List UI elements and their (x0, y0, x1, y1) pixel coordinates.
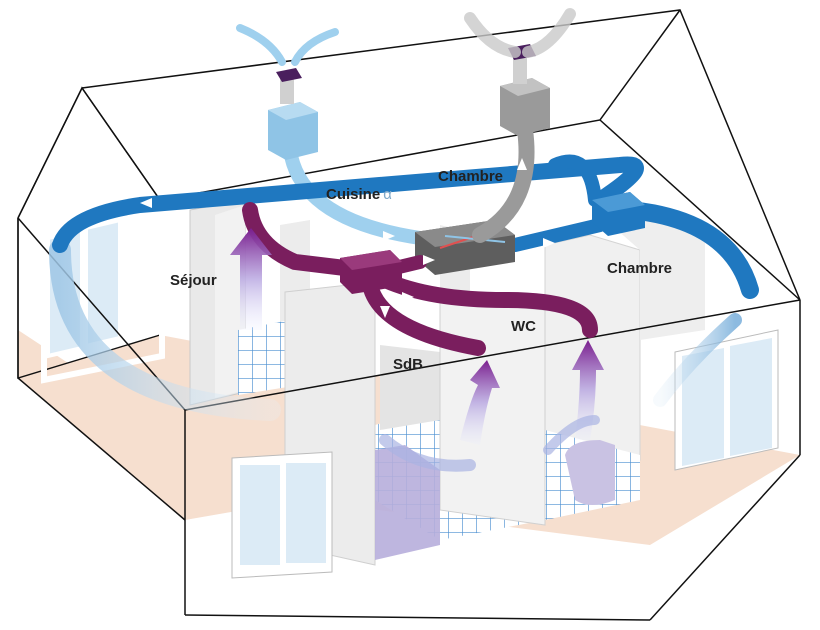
extract-ducts (242, 202, 598, 356)
fresh-air-intake-flow (283, 143, 427, 245)
supply-duct-heatex (508, 218, 607, 252)
supply-duct-riser (548, 154, 602, 207)
bathtub (375, 445, 440, 560)
cuisine-symbol: α (383, 186, 392, 203)
fresh-air-to-chambre-right (653, 313, 742, 407)
house-outline (17, 9, 801, 621)
extract-box (340, 250, 402, 294)
exhaust-box (500, 44, 550, 136)
extract-flow-sdb (460, 360, 500, 445)
extract-flow-wc (572, 340, 604, 440)
label-chambre-1: Chambre (438, 168, 504, 185)
window-right (674, 329, 779, 471)
label-chambre-2: Chambre (607, 260, 673, 277)
wall-sdb-wc (380, 345, 440, 430)
supply-duct-right (621, 201, 759, 299)
partition-right (600, 215, 705, 340)
fresh-flow-wc (543, 415, 600, 455)
duct-direction-arrows (140, 158, 575, 318)
exhaust-duct (472, 122, 535, 243)
exhaust-air-plume (464, 8, 576, 58)
extract-flow-sejour (230, 228, 272, 330)
intake-air-left (236, 24, 286, 66)
label-sdb: SdB (393, 356, 423, 373)
label-sejour: Séjour (170, 272, 217, 289)
window-front (231, 451, 333, 579)
supply-distribution-box (592, 192, 645, 236)
supply-duct-main (52, 156, 644, 253)
label-wc: WC (511, 318, 536, 335)
intake-box (268, 68, 318, 160)
toilet (565, 440, 615, 505)
intake-air-right (291, 28, 339, 66)
fresh-air-to-sejour (49, 239, 281, 421)
fresh-flow-sdb (379, 434, 476, 472)
